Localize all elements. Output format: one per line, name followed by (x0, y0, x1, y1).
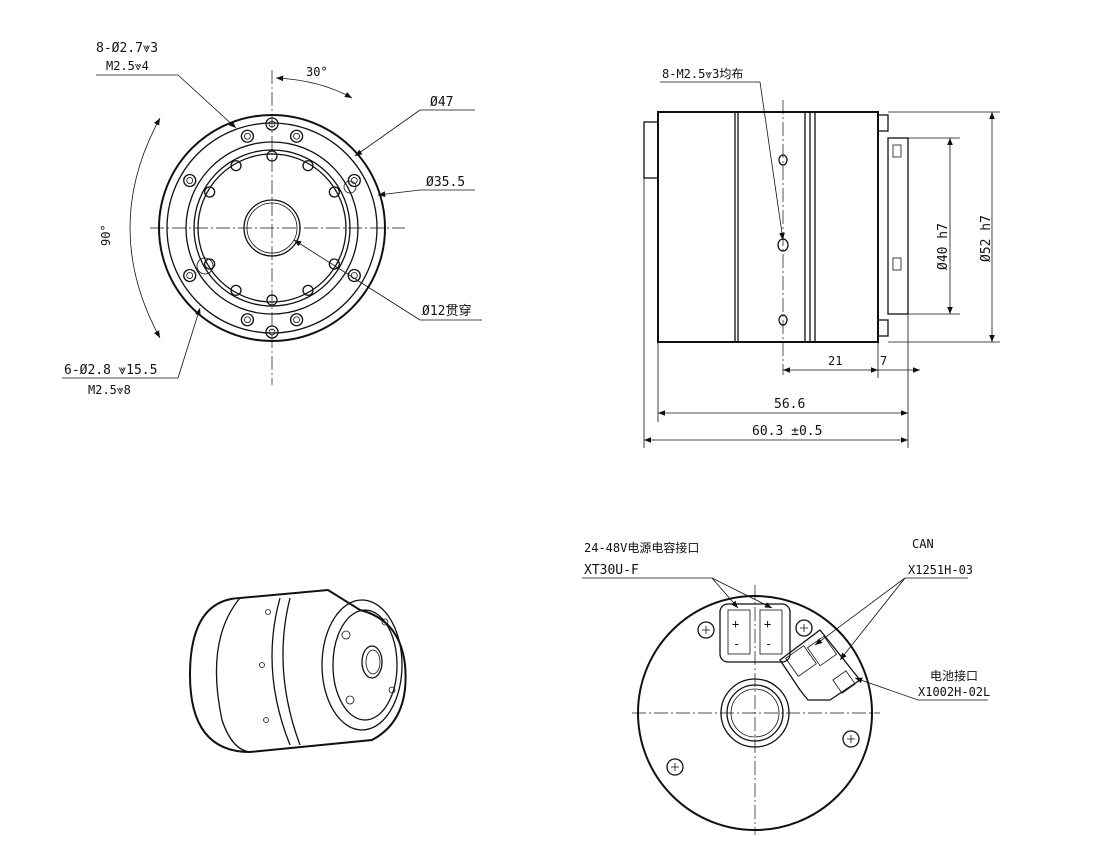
rear-view: + + - - 24-48V电源电容接口 XT30U-F CAN X1251H-03… (582, 537, 990, 835)
screw-heads (666, 619, 860, 776)
power-connector-model: XT30U-F (584, 563, 639, 578)
can-label: CAN (912, 537, 934, 551)
can-connector-model: X1251H-03 (908, 563, 973, 577)
side-hole-spec: 8-M2.5⩔3均布 (662, 67, 743, 81)
power-interface-label: 24-48V电源电容接口 (584, 540, 699, 555)
battery-label: 电池接口 (930, 668, 978, 683)
inner-hole-pattern (196, 150, 357, 306)
dim-7: 7 (880, 354, 887, 368)
battery-connector-model: X1002H-02L (918, 685, 990, 699)
dia-52-h7: Ø52 h7 (979, 215, 994, 262)
dim-60-3: 60.3 ±0.5 (752, 424, 822, 439)
svg-text:-: - (765, 637, 772, 651)
svg-text:-: - (733, 637, 740, 651)
hole-spec-2: 6-Ø2.8 ⩔15.5 (64, 363, 157, 378)
hole-spec-2-thread: M2.5⩔8 (88, 383, 131, 397)
side-view: 8-M2.5⩔3均布 Ø40 h7 Ø52 h7 21 7 56.6 60.3 … (643, 67, 1000, 448)
svg-text:+: + (732, 617, 739, 631)
isometric-view (188, 588, 407, 754)
hole-spec-1-thread: M2.5⩔4 (106, 59, 149, 73)
angle-90: 90° (99, 224, 113, 246)
dia-40-h7: Ø40 h7 (936, 223, 951, 270)
dia-47: Ø47 (430, 95, 453, 110)
dim-56-6: 56.6 (774, 397, 805, 412)
hole-spec-1: 8-Ø2.7⩔3 (96, 41, 158, 56)
angle-30: 30° (306, 65, 328, 79)
svg-text:+: + (764, 617, 771, 631)
front-view: 8-Ø2.7⩔3 M2.5⩔4 30° 90° Ø47 Ø35.5 Ø12贯穿 … (62, 41, 482, 397)
bore-dia: Ø12贯穿 (422, 303, 471, 319)
dim-21: 21 (828, 354, 842, 368)
outer-hole-pattern (183, 117, 361, 339)
dia-35-5: Ø35.5 (426, 175, 465, 190)
